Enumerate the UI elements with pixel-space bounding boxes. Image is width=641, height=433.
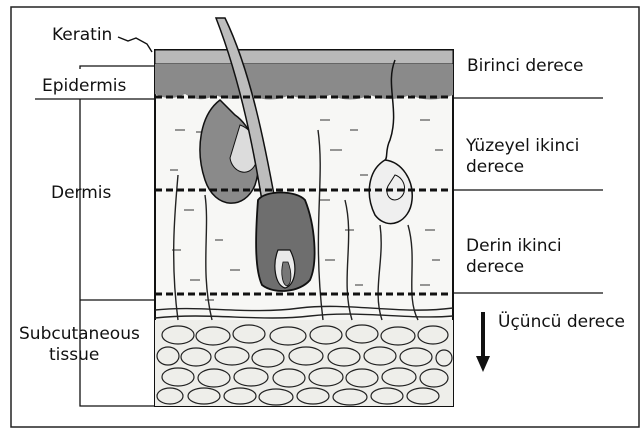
third-degree-down-arrow (476, 312, 490, 372)
superficial-second-degree-label-line1: Yüzeyel ikinci (466, 136, 579, 157)
keratin-label: Keratin (52, 25, 112, 46)
dermis-label: Dermis (51, 183, 111, 204)
skin-block (155, 18, 453, 406)
keratin-pointer (118, 37, 152, 52)
first-degree-label: Birinci derece (467, 56, 583, 77)
deep-second-degree-label-line2: derece (466, 257, 524, 278)
epidermis-label: Epidermis (42, 76, 126, 97)
deep-second-degree-label-line1: Derin ikinci (466, 236, 562, 257)
superficial-second-degree-label-line2: derece (466, 157, 524, 178)
third-degree-label: Üçüncü derece (498, 312, 625, 333)
subcutaneous-label-line1: Subcutaneous (19, 324, 140, 345)
subcutaneous-label-line2: tissue (49, 345, 99, 366)
